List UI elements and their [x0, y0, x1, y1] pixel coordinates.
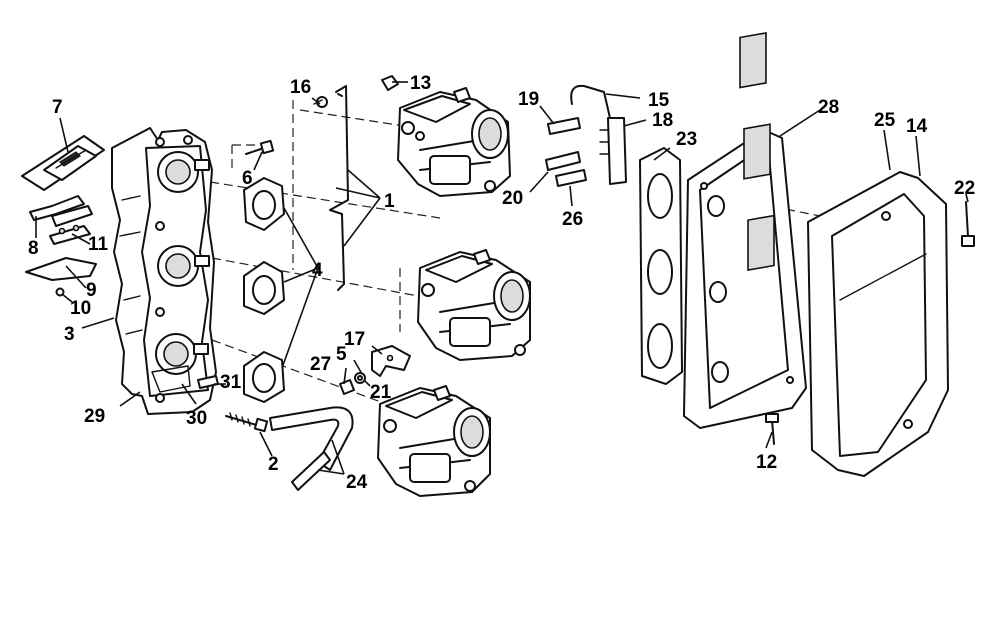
callout-27: 27	[310, 354, 331, 375]
leader-lines	[35, 81, 969, 475]
carburetor-middle	[417, 249, 531, 361]
callout-21: 21	[370, 382, 392, 403]
air-silencer-cover	[807, 171, 949, 477]
callout-28: 28	[818, 97, 839, 118]
air-silencer-base	[683, 31, 807, 429]
callout-10: 10	[70, 298, 91, 319]
callout-25: 25	[874, 110, 896, 131]
callout-26: 26	[562, 209, 583, 230]
air-silencer-gasket	[639, 147, 683, 385]
callout-20: 20	[502, 188, 523, 209]
callout-17: 17	[344, 329, 365, 350]
callout-4: 4	[312, 260, 323, 281]
reed-small-parts	[25, 195, 97, 297]
callout-13: 13	[410, 73, 431, 94]
callout-2: 2	[268, 454, 279, 475]
callout-6: 6	[242, 168, 253, 189]
callout-15: 15	[648, 90, 670, 111]
callout-31: 31	[220, 372, 242, 393]
callout-18: 18	[652, 110, 673, 131]
callout-7: 7	[52, 97, 63, 118]
screws-right	[765, 201, 975, 445]
carburetor-upper	[381, 75, 511, 197]
callout-8: 8	[28, 238, 39, 259]
callout-24: 24	[346, 472, 368, 493]
intake-manifold	[111, 127, 217, 415]
screws-left	[197, 139, 275, 433]
callout-14: 14	[906, 116, 928, 137]
carb-gaskets	[243, 177, 285, 403]
callout-22: 22	[954, 178, 975, 199]
callout-12: 12	[756, 452, 777, 473]
callout-19: 19	[518, 89, 539, 110]
callout-23: 23	[676, 129, 697, 150]
callout-labels: 1 2 3 4 5 6 7 8 9 10 11 12 13 14 15 16 1…	[28, 73, 975, 493]
callout-29: 29	[84, 406, 105, 427]
callout-16: 16	[290, 77, 311, 98]
carburetor-lower	[377, 385, 491, 497]
callout-5: 5	[336, 344, 347, 365]
callout-9: 9	[86, 280, 97, 301]
callout-3: 3	[64, 324, 75, 345]
callout-1: 1	[384, 191, 395, 212]
callout-30: 30	[186, 408, 207, 429]
callout-11: 11	[88, 234, 109, 255]
reed-plate	[21, 135, 105, 191]
fuel-hoses	[269, 84, 627, 491]
